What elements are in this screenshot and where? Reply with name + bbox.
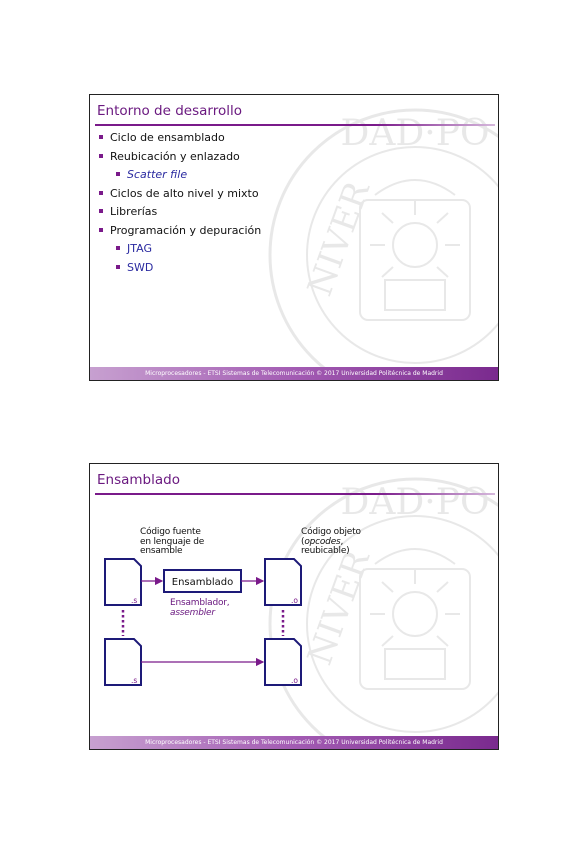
assembler-label: Ensamblador, assembler <box>170 598 230 618</box>
title-rule <box>95 493 495 495</box>
bullet-text: Programación y depuración <box>110 223 262 237</box>
object-code-label: Código objeto (opcodes, reubicable) <box>301 527 361 556</box>
assembly-diagram: .s .s .o .o Ensamblado <box>104 558 302 686</box>
file-ext-object: .o <box>291 676 298 685</box>
file-ext-source: .s <box>131 676 137 685</box>
file-ext-object: .o <box>291 596 298 605</box>
bullet-marker <box>116 172 120 176</box>
bullet-item: Ciclo de ensamblado <box>90 129 490 148</box>
bullet-item: Ciclos de alto nivel y mixto <box>90 185 490 204</box>
bullet-marker <box>116 264 120 269</box>
title-rule <box>95 124 495 126</box>
bullet-marker <box>116 246 120 250</box>
slide-ensamblado: Ensamblado .s .s .o .o Ensamblado <box>89 463 499 750</box>
object-file-icon <box>264 638 302 686</box>
bullet-text: Librerías <box>110 205 158 218</box>
sub-bullet-item: SWD <box>90 259 490 278</box>
bullet-text: JTAG <box>127 242 152 255</box>
bullet-marker <box>99 153 103 158</box>
bullet-text: Reubicación y enlazado <box>110 149 240 163</box>
slide-title: Ensamblado <box>97 472 180 488</box>
bullet-text: Ciclo de ensamblado <box>110 131 225 144</box>
sub-bullet-item: JTAG <box>90 240 490 259</box>
sub-bullet-item: Scatter file <box>90 166 490 185</box>
slide-footer: Microprocesadores - ETSI Sistemas de Tel… <box>90 736 498 749</box>
file-ext-source: .s <box>131 596 137 605</box>
bullet-text: SWD <box>127 260 154 274</box>
object-file-icon <box>264 558 302 606</box>
bullet-item: Librerías <box>90 203 490 222</box>
source-code-label: Código fuente en lenguaje de ensamble <box>140 527 205 556</box>
slide-entorno: Entorno de desarrollo Ciclo de ensamblad… <box>89 94 499 381</box>
assembler-box-label: Ensamblado <box>172 577 233 588</box>
bullet-item: Reubicación y enlazado <box>90 148 490 167</box>
source-file-icon <box>104 638 142 686</box>
bullet-text: Ciclos de alto nivel y mixto <box>110 186 259 200</box>
slide-footer: Microprocesadores - ETSI Sistemas de Tel… <box>90 367 498 380</box>
bullet-text: Scatter file <box>127 168 188 181</box>
slide-title: Entorno de desarrollo <box>97 103 242 119</box>
bullet-marker <box>99 227 103 232</box>
bullet-marker <box>99 209 103 213</box>
bullet-item: Programación y depuración <box>90 222 490 241</box>
bullet-marker <box>99 135 103 139</box>
source-file-icon <box>104 558 142 606</box>
bullet-marker <box>99 190 103 195</box>
